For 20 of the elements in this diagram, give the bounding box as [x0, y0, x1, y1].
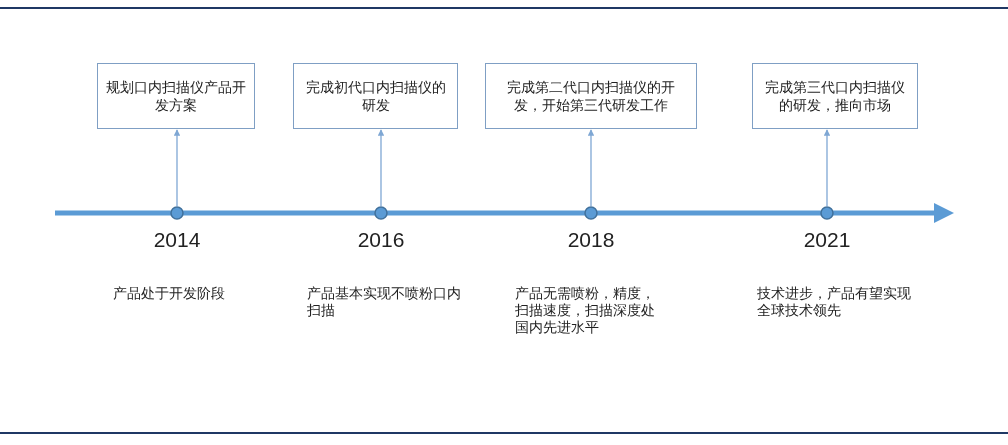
milestone-box: 完成初代口内扫描仪的研发 — [293, 63, 458, 129]
milestone-description: 产品处于开发阶段 — [113, 285, 226, 302]
milestone-box: 完成第二代口内扫描仪的开发，开始第三代研发工作 — [485, 63, 697, 129]
arrow — [377, 129, 385, 207]
year-label: 2018 — [566, 228, 616, 252]
milestone-description: 技术进步，产品有望实现全球技术领先 — [757, 285, 912, 319]
arrow — [587, 129, 595, 207]
year-label: 2021 — [802, 228, 852, 252]
timeline-dot — [374, 206, 388, 220]
arrow — [173, 129, 181, 207]
timeline-dot — [170, 206, 184, 220]
milestone-box: 完成第三代口内扫描仪的研发，推向市场 — [752, 63, 918, 129]
year-label: 2016 — [356, 228, 406, 252]
timeline-dot — [820, 206, 834, 220]
timeline-dot — [584, 206, 598, 220]
milestone-description: 产品无需喷粉，精度，扫描速度，扫描深度处国内先进水平 — [515, 285, 656, 336]
year-label: 2014 — [152, 228, 202, 252]
milestone-box: 规划口内扫描仪产品开发方案 — [97, 63, 255, 129]
arrow — [823, 129, 831, 207]
milestone-description: 产品基本实现不喷粉口内扫描 — [307, 285, 462, 319]
